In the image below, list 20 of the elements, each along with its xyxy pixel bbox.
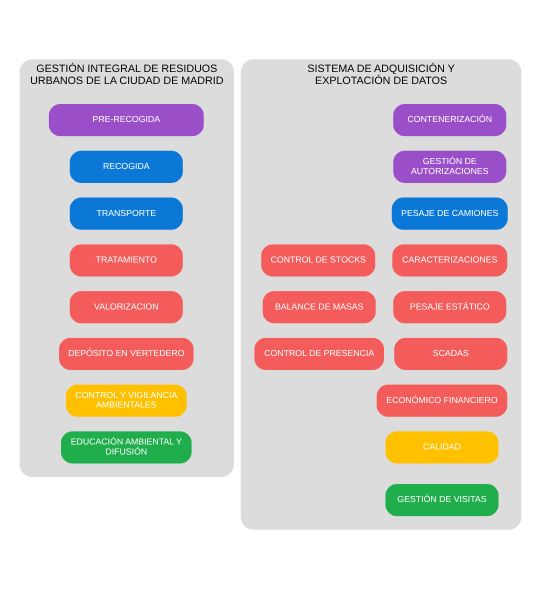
node-box: PESAJE DE CAMIONES	[392, 198, 508, 230]
node-box: BALANCE DE MASAS	[262, 291, 376, 324]
node-box: GESTIÓN DE VISITAS	[385, 484, 498, 516]
node-box: CALIDAD	[385, 431, 498, 464]
node-box: VALORIZACION	[70, 291, 183, 324]
node-box: PRE-RECOGIDA	[48, 104, 204, 136]
node-box: TRANSPORTE	[70, 198, 183, 230]
node-box: GESTIÓN DE AUTORIZACIONES	[393, 150, 506, 183]
node-box: SCADAS	[394, 338, 508, 370]
node-box: CONTROL DE STOCKS	[261, 244, 376, 276]
node-box: CARACTERIZACIONES	[392, 244, 508, 276]
node-box: EDUCACIÓN AMBIENTAL Y DIFUSIÓN	[61, 431, 192, 464]
node-box: CONTROL DE PRESENCIA	[254, 338, 384, 370]
node-box: PESAJE ESTÁTICO	[393, 291, 506, 324]
node-box: RECOGIDA	[70, 150, 183, 183]
node-box: DEPÓSITO EN VERTEDERO	[59, 338, 194, 370]
node-box: CONTENERIZACIÓN	[393, 104, 506, 136]
node-box: CONTROL Y VIGILANCIA AMBIENTALES	[66, 384, 187, 417]
node-box: TRATAMIENTO	[70, 244, 183, 276]
node-box: ECONÓMICO FINANCIERO	[376, 384, 508, 417]
